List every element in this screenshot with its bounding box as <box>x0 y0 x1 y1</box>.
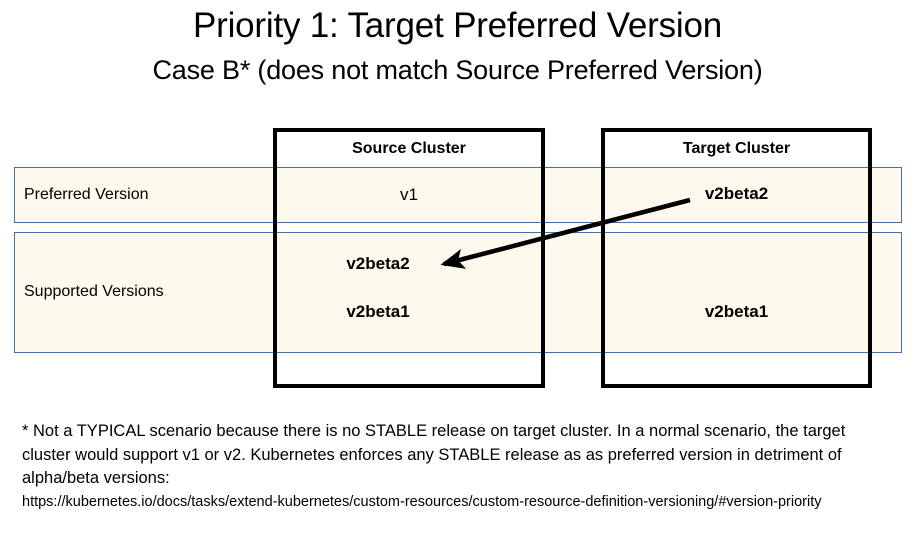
version-comparison-diagram: Source Cluster Target Cluster Preferred … <box>14 128 902 388</box>
cell-target-preferred-version: v2beta2 <box>704 184 769 203</box>
footnote-url: https://kubernetes.io/docs/tasks/extend-… <box>22 494 822 510</box>
column-footer-source-cluster <box>277 353 541 384</box>
footnote-text: * Not a TYPICAL scenario because there i… <box>22 422 846 487</box>
cell-source-supported-version-1: v2beta2 <box>346 254 410 273</box>
cell-target-supported-version-1: v2beta1 <box>704 302 769 321</box>
page-title: Priority 1: Target Preferred Version <box>192 6 723 45</box>
row-label-preferred-version: Preferred Version <box>24 186 149 203</box>
cell-source-supported-version-2: v2beta1 <box>346 302 410 321</box>
column-frame-target-cluster <box>601 128 872 388</box>
page-subtitle: Case B* (does not match Source Preferred… <box>152 55 763 85</box>
column-header-target-cluster: Target Cluster <box>605 132 868 166</box>
column-header-source-cluster: Source Cluster <box>277 132 541 166</box>
cell-source-preferred-version: v1 <box>400 185 418 204</box>
row-label-supported-versions: Supported Versions <box>24 283 164 300</box>
column-footer-target-cluster <box>605 353 868 384</box>
